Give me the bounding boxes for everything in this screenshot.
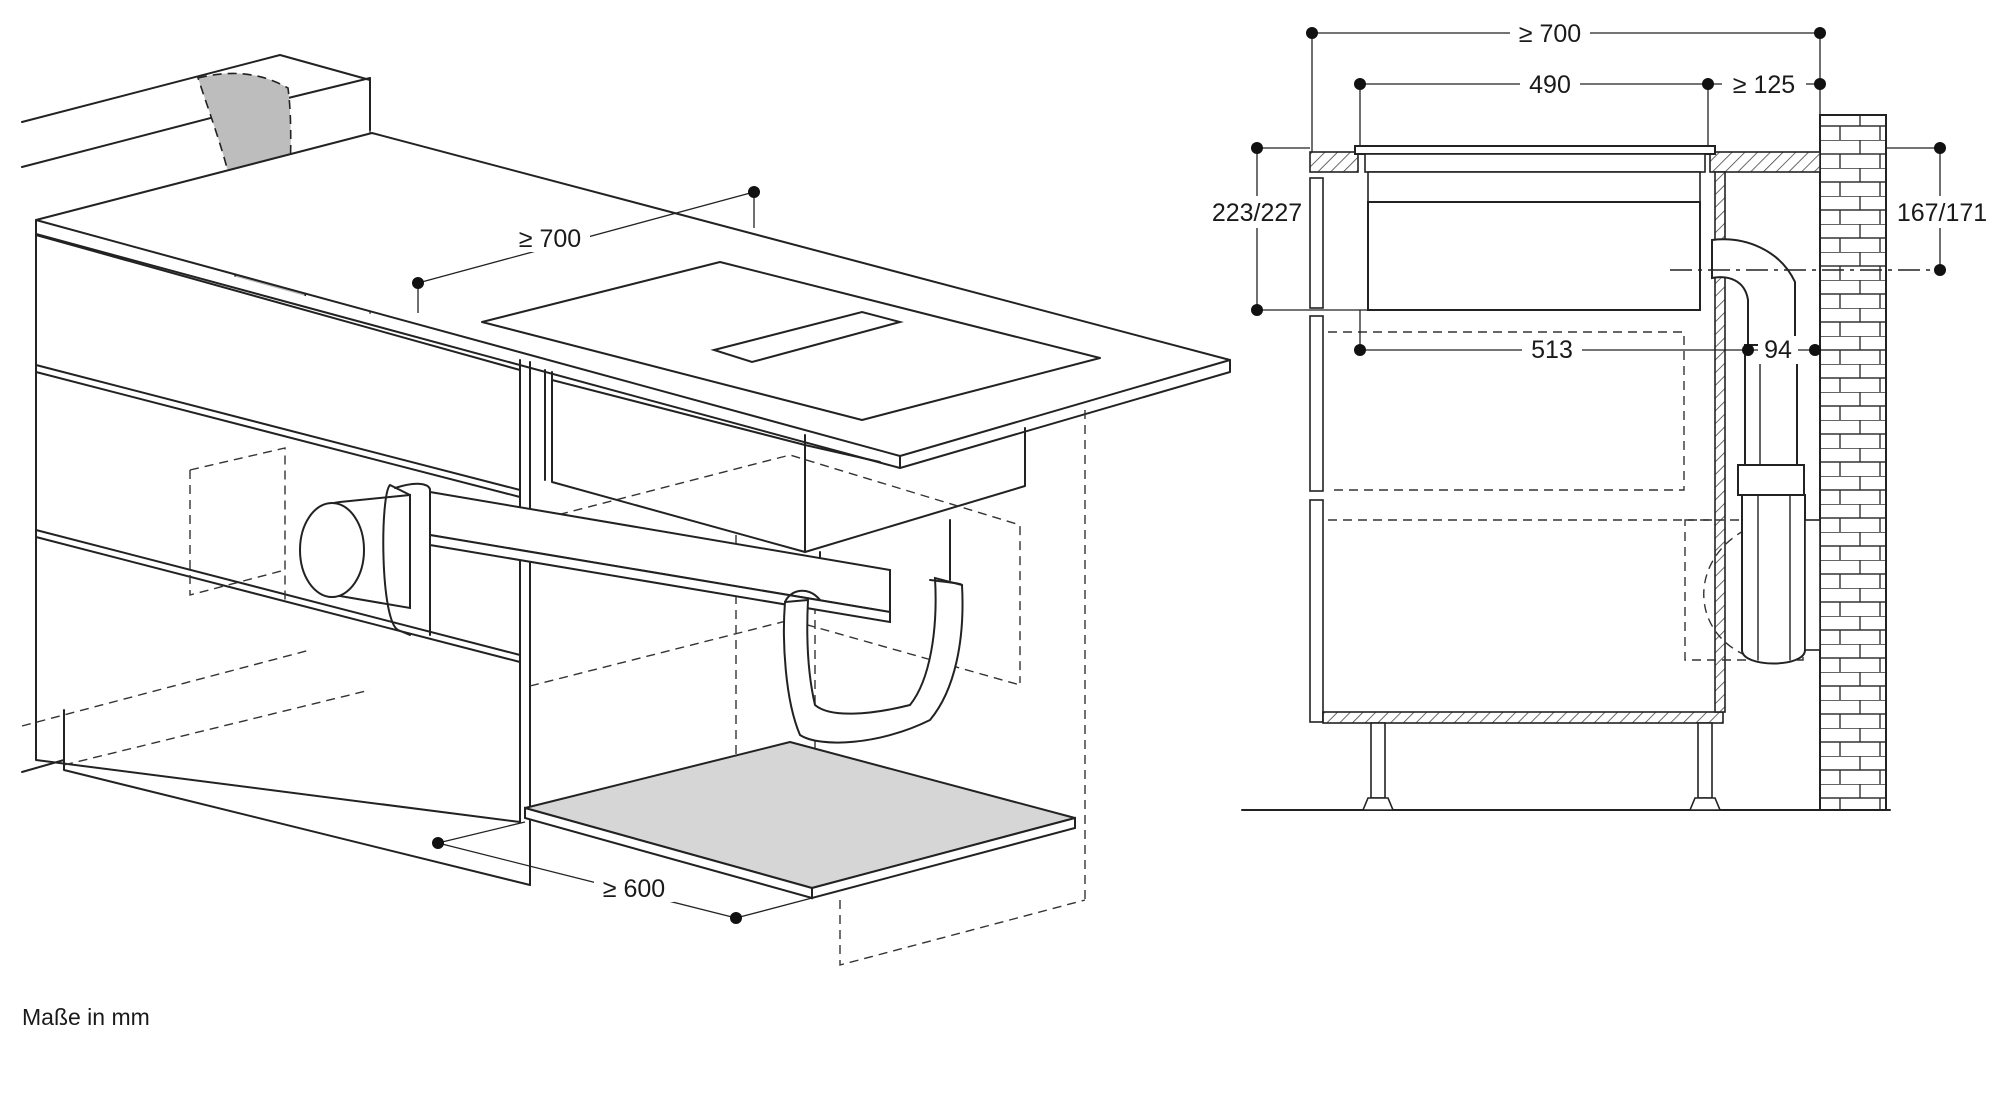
dim-label-section-total-depth: ≥ 700 [1519, 20, 1581, 48]
duct-elbow-left [299, 482, 431, 636]
flat-duct [429, 490, 891, 624]
section-worktop [1309, 151, 1821, 173]
section-appliance [1354, 145, 1716, 311]
dim-section-appliance-width: 490 ≥ 125 [1354, 68, 1826, 146]
dim-section-total-depth: ≥ 700 [1306, 18, 1826, 152]
section-hidden-drawers [1328, 331, 1804, 661]
dim-label-inner-depth: 513 [1531, 336, 1573, 364]
cooktop [481, 261, 1101, 421]
section-vertical-duct [1711, 238, 1821, 665]
dim-label-floor-depth: ≥ 600 [603, 875, 665, 903]
appliance-body [544, 369, 1026, 586]
dim-label-worktop-depth: ≥ 700 [519, 225, 581, 253]
section-feet [1361, 722, 1722, 811]
dim-section-inner-depth: 513 94 [1354, 310, 1821, 364]
dim-label-wall-gap: ≥ 125 [1733, 71, 1795, 99]
dim-section-appliance-height: 223/227 [1206, 142, 1368, 316]
cabinet-base [21, 649, 531, 886]
floor-panel [524, 741, 1076, 900]
duct-bend [782, 576, 964, 744]
section-front [1309, 177, 1324, 723]
dim-label-appliance-height: 223/227 [1212, 199, 1302, 227]
units-note: Maße in mm [22, 1004, 150, 1030]
brick-wall [1819, 114, 1887, 811]
dim-label-duct-diameter: 94 [1764, 336, 1792, 364]
downdraft-slot [710, 310, 904, 364]
dim-label-appliance-width: 490 [1529, 71, 1571, 99]
section-view: ≥ 700 490 ≥ 125 223/227 [1206, 18, 1994, 811]
dim-worktop-depth: ≥ 700 [412, 186, 760, 313]
dim-floor-depth: ≥ 600 [432, 821, 813, 924]
dim-section-duct-axis: 167/171 [1886, 142, 1994, 276]
isometric-view: ≥ 700 ≥ 600 [21, 54, 1231, 966]
drawer-cabinet [35, 221, 531, 823]
dim-label-duct-axis-height: 167/171 [1897, 199, 1987, 227]
section-carcass [1322, 171, 1726, 724]
